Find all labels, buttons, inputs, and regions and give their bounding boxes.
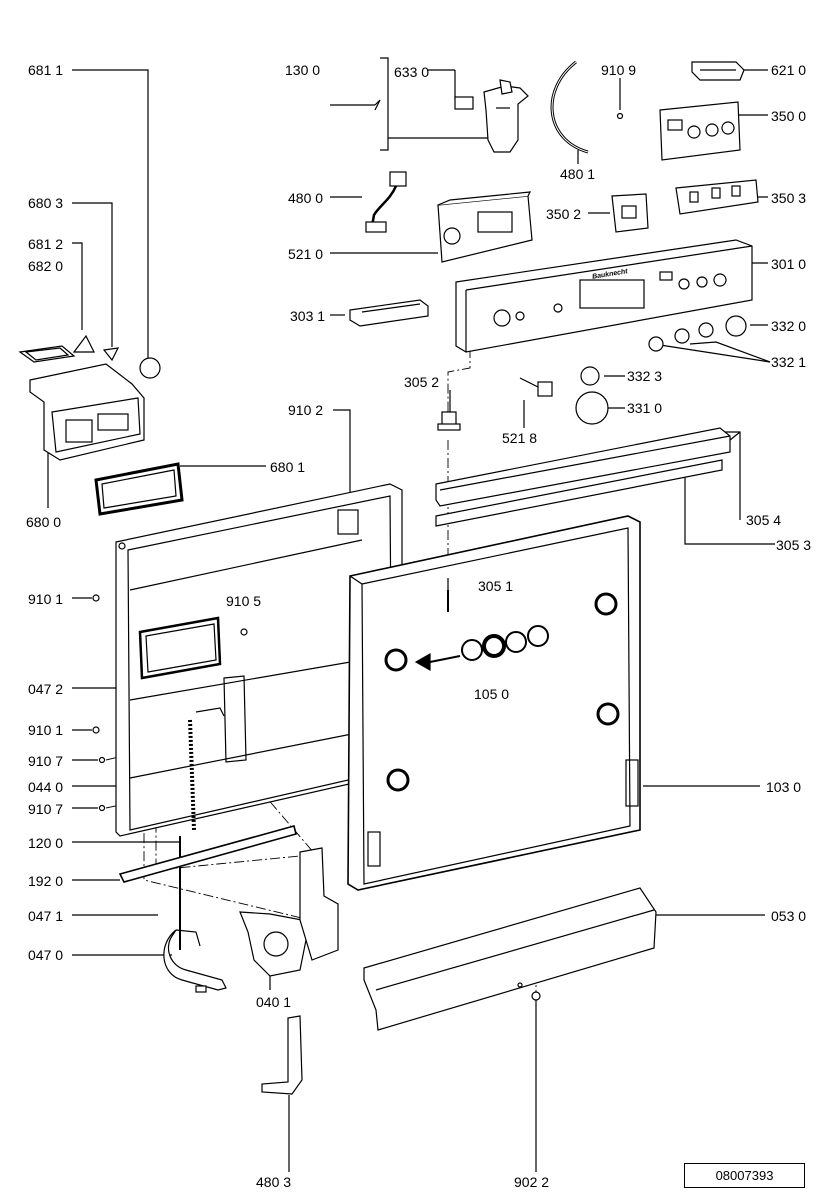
label-0472: 047 2	[28, 681, 64, 697]
label-3503: 350 3	[771, 190, 807, 206]
label-4800: 480 0	[288, 190, 324, 206]
cable-4801	[550, 60, 589, 154]
screw-9022	[531, 991, 541, 1001]
sensor-5218	[519, 377, 553, 397]
hinge-arm-0470	[163, 929, 227, 993]
hinge-3052	[437, 411, 461, 431]
label-9107b: 910 7	[28, 801, 64, 817]
label-6210: 621 0	[771, 62, 807, 78]
knob-3310	[575, 391, 609, 425]
label-6812: 681 2	[28, 236, 64, 252]
label-3320: 332 0	[771, 318, 807, 334]
part-3031	[349, 299, 429, 327]
label-6820: 682 0	[28, 258, 64, 274]
connector-6210	[691, 61, 745, 81]
label-4803: 480 3	[256, 1174, 292, 1190]
label-5210: 521 0	[288, 246, 324, 262]
label-0530: 053 0	[771, 908, 807, 924]
label-0440: 044 0	[28, 779, 64, 795]
harness-4800	[365, 171, 407, 233]
module-5210	[437, 191, 533, 263]
label-0401: 040 1	[256, 994, 292, 1010]
label-3321: 332 1	[771, 354, 807, 370]
label-3031: 303 1	[290, 308, 326, 324]
rail-3053	[435, 459, 723, 527]
label-3054: 305 4	[746, 512, 782, 528]
control-panel-3010	[455, 239, 753, 353]
label-1050: 105 0	[474, 686, 510, 702]
label-3310: 331 0	[627, 400, 663, 416]
gasket-6801	[94, 462, 184, 516]
document-number: 08007393	[684, 1163, 805, 1188]
screw-9109	[616, 112, 624, 120]
board-3500	[659, 101, 741, 161]
screws	[92, 578, 449, 812]
label-9102: 910 2	[288, 402, 324, 418]
label-1920: 192 0	[28, 873, 64, 889]
arrow-shaft	[429, 655, 461, 663]
mechanism-1300	[454, 79, 529, 153]
label-3502: 350 2	[546, 206, 582, 222]
label-3500: 350 0	[771, 108, 807, 124]
label-9105: 910 5	[226, 593, 262, 609]
label-0470: 047 0	[28, 947, 64, 963]
label-6330: 633 0	[394, 64, 430, 80]
inner-door-1200	[115, 483, 403, 837]
label-9109: 910 9	[601, 62, 637, 78]
label-4801: 480 1	[560, 166, 596, 182]
label-0471: 047 1	[28, 908, 64, 924]
label-3053: 305 3	[776, 537, 812, 553]
label-6801: 680 1	[270, 459, 306, 475]
label-6800: 680 0	[26, 514, 62, 530]
hinge-bracket-0401	[239, 847, 339, 977]
bracket-4803	[261, 1015, 303, 1095]
kickplate-0530	[363, 887, 657, 1031]
label-3010: 301 0	[771, 256, 807, 272]
dispenser-6800	[18, 334, 161, 461]
switch-3502	[611, 193, 649, 233]
label-5218: 521 8	[502, 430, 538, 446]
label-3323: 332 3	[627, 368, 663, 384]
label-1200: 120 0	[28, 835, 64, 851]
label-9022: 902 2	[514, 1174, 550, 1190]
outer-door-1030	[347, 515, 641, 891]
knobs-332	[580, 315, 747, 386]
strip-1920	[118, 825, 297, 883]
label-1030: 103 0	[766, 779, 802, 795]
label-9101a: 910 1	[28, 591, 64, 607]
label-9101b: 910 1	[28, 722, 64, 738]
label-3051: 305 1	[478, 578, 514, 594]
label-6803: 680 3	[28, 195, 64, 211]
label-1300: 130 0	[285, 62, 321, 78]
bracket-3503	[675, 179, 759, 215]
label-3052: 305 2	[404, 374, 440, 390]
label-6811: 681 1	[28, 62, 64, 78]
rail-3054	[435, 427, 731, 507]
label-9107a: 910 7	[28, 753, 64, 769]
